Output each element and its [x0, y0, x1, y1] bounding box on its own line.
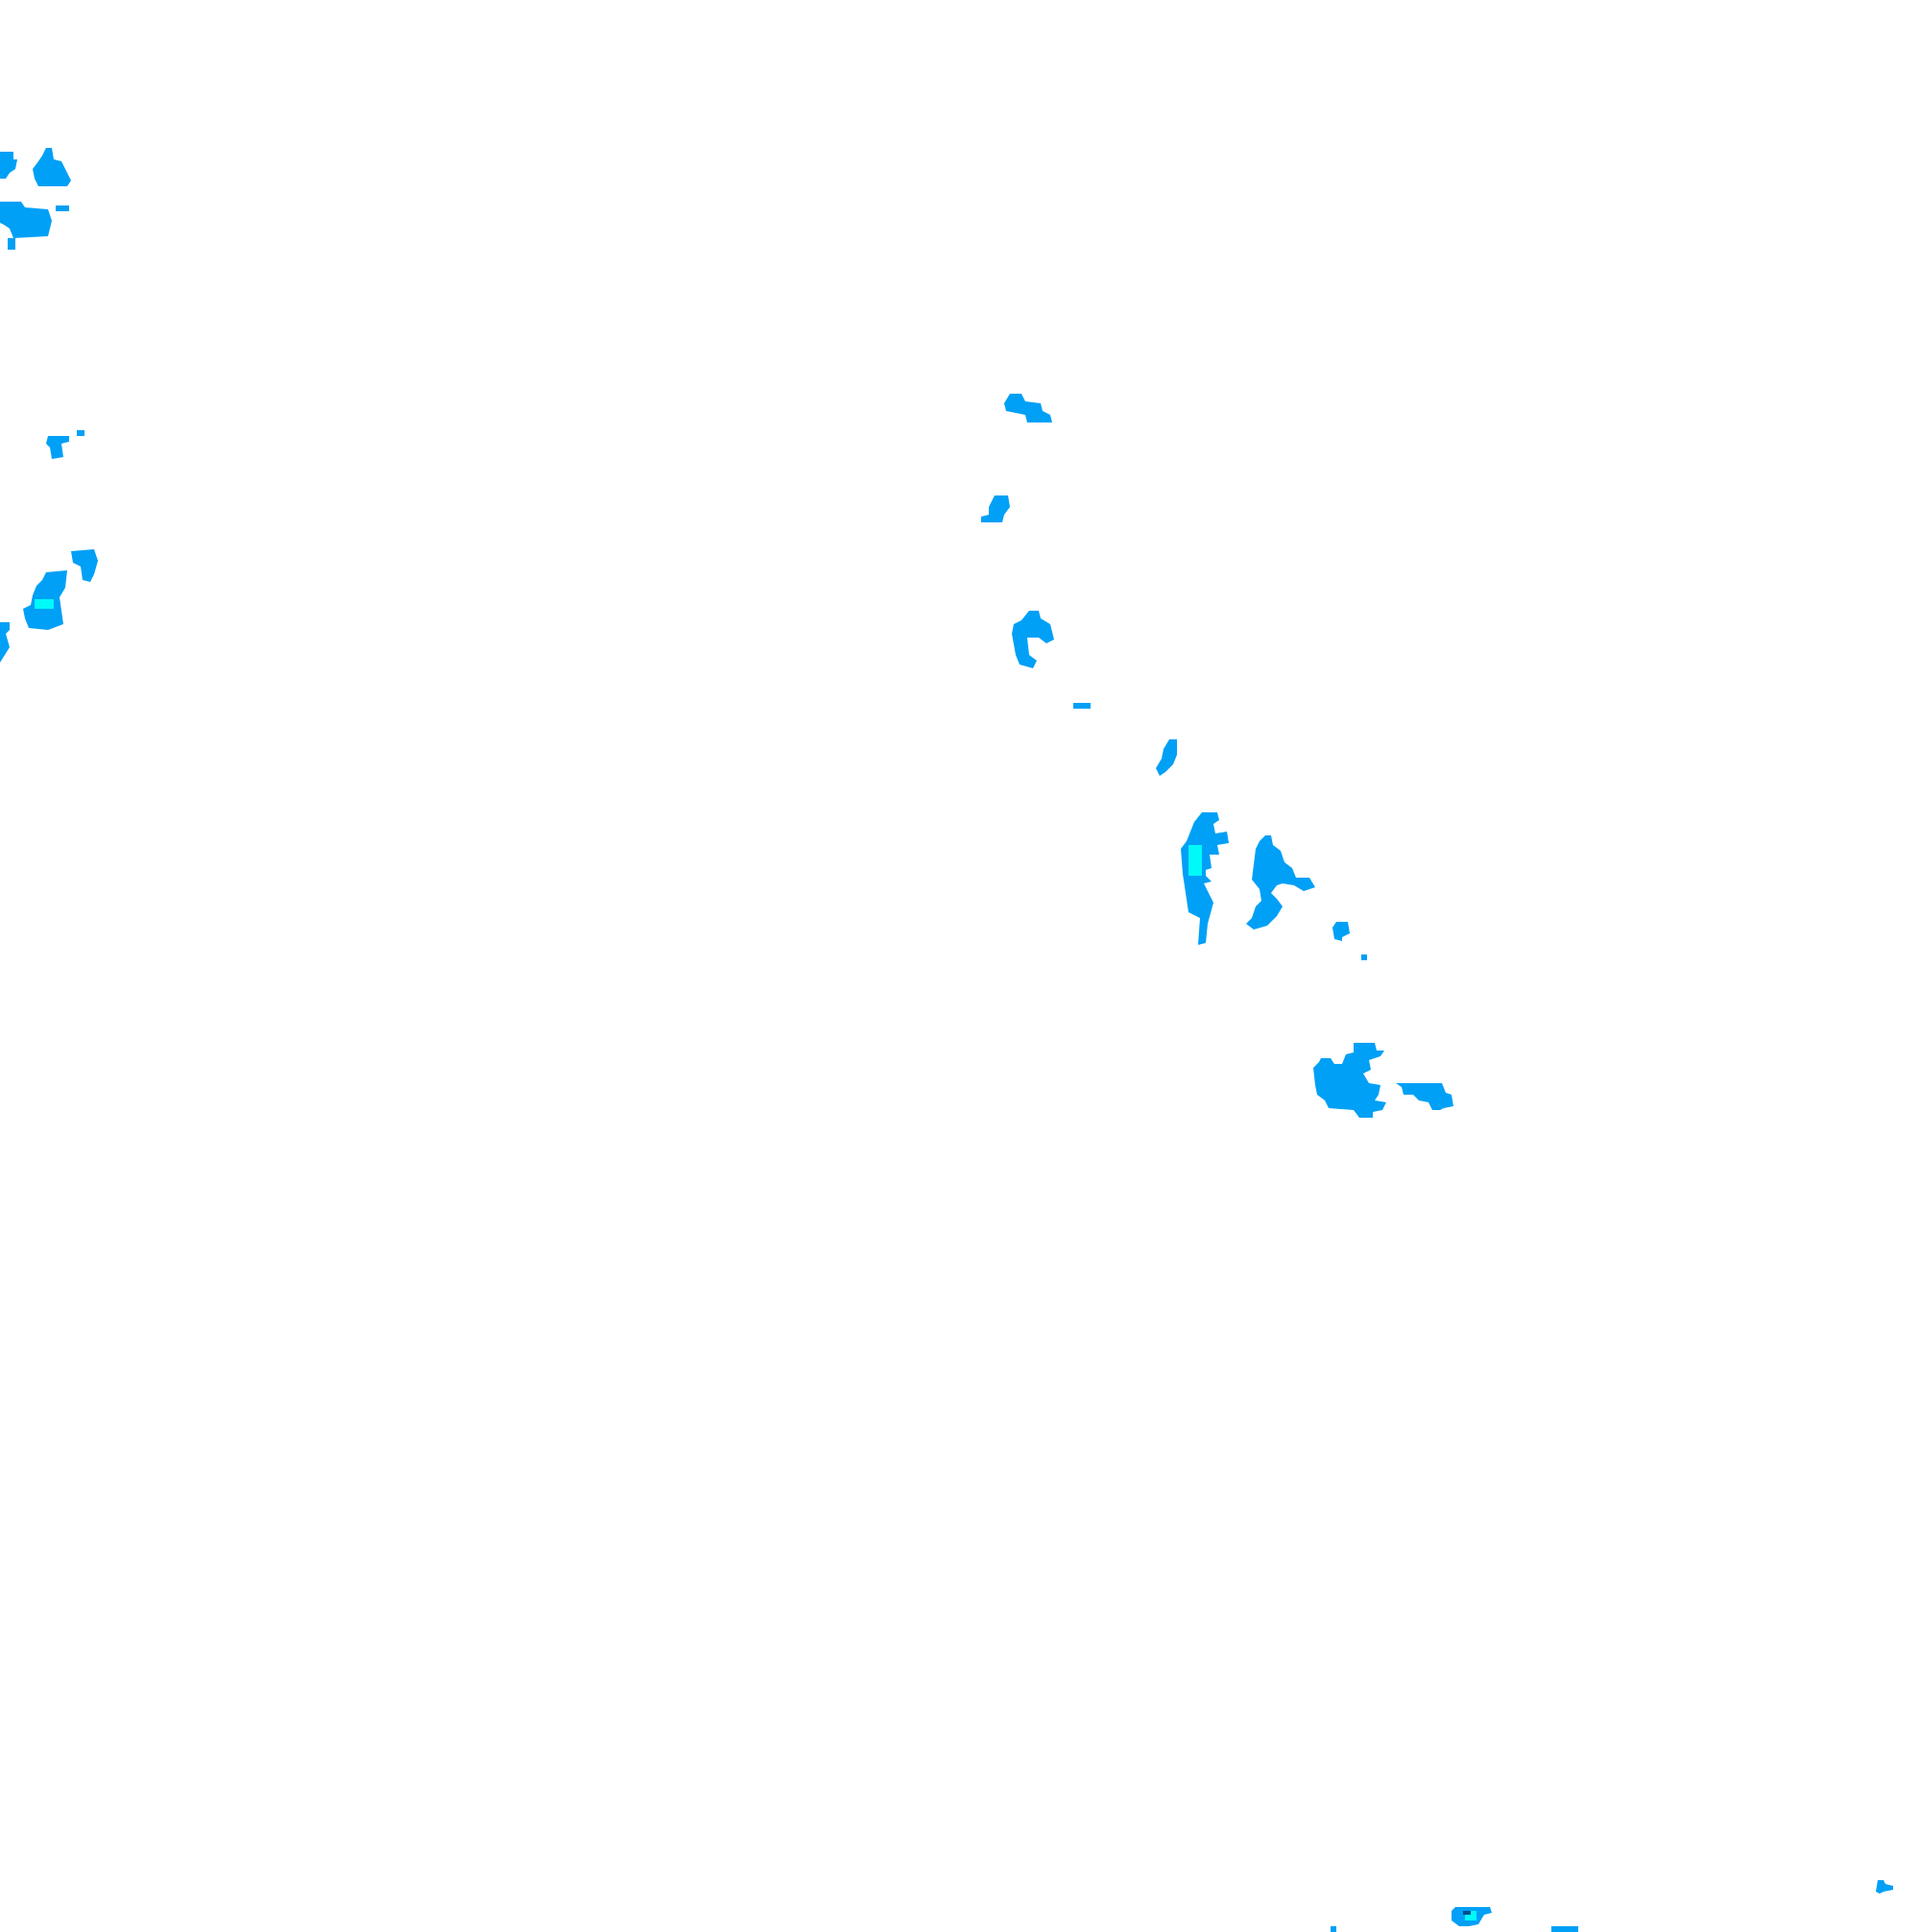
- echo-cluster-center-2: [981, 495, 1010, 522]
- echo-cluster-bottom-right: [1331, 1880, 1893, 1932]
- echo-cell: [1396, 1083, 1453, 1110]
- echo-cluster-center-5: [1181, 812, 1315, 945]
- echo-cell: [1004, 394, 1052, 423]
- echo-cell: [1246, 835, 1315, 930]
- echo-cell: [1361, 954, 1367, 960]
- echo-cluster-center-3: [1012, 611, 1091, 709]
- echo-cell: [1332, 922, 1350, 941]
- echo-cell: [71, 549, 98, 582]
- echo-cell: [0, 202, 52, 238]
- echo-core-moderate: [35, 599, 54, 609]
- echo-cell: [1331, 1926, 1336, 1932]
- echo-cluster-left-mid: [46, 430, 84, 459]
- echo-cell: [46, 436, 69, 459]
- echo-cell: [77, 430, 84, 436]
- echo-cell: [981, 495, 1010, 522]
- echo-cell: [33, 148, 71, 186]
- echo-cell: [56, 205, 69, 211]
- echo-cluster-center-north: [1004, 394, 1052, 423]
- echo-core-heavy: [1463, 1911, 1471, 1915]
- echo-cell: [1181, 812, 1229, 945]
- echo-cell: [0, 622, 10, 663]
- echo-cluster-center-6: [1332, 922, 1367, 960]
- echo-cluster-top-left: [0, 148, 71, 250]
- echo-cell: [1313, 1043, 1386, 1118]
- echo-cell: [8, 238, 15, 250]
- echo-cluster-center-4: [1156, 739, 1177, 776]
- echo-cell: [1012, 611, 1054, 668]
- echo-core-moderate: [1188, 845, 1202, 876]
- echo-cell: [1156, 739, 1177, 776]
- echo-cell: [1073, 703, 1091, 709]
- echo-cluster-left-lower: [0, 549, 98, 663]
- echo-cell: [0, 152, 17, 179]
- echo-core-moderate: [1465, 1911, 1476, 1920]
- echo-cell: [1876, 1880, 1893, 1894]
- echo-cluster-center-south: [1313, 1043, 1453, 1118]
- echo-cell: [1551, 1926, 1578, 1932]
